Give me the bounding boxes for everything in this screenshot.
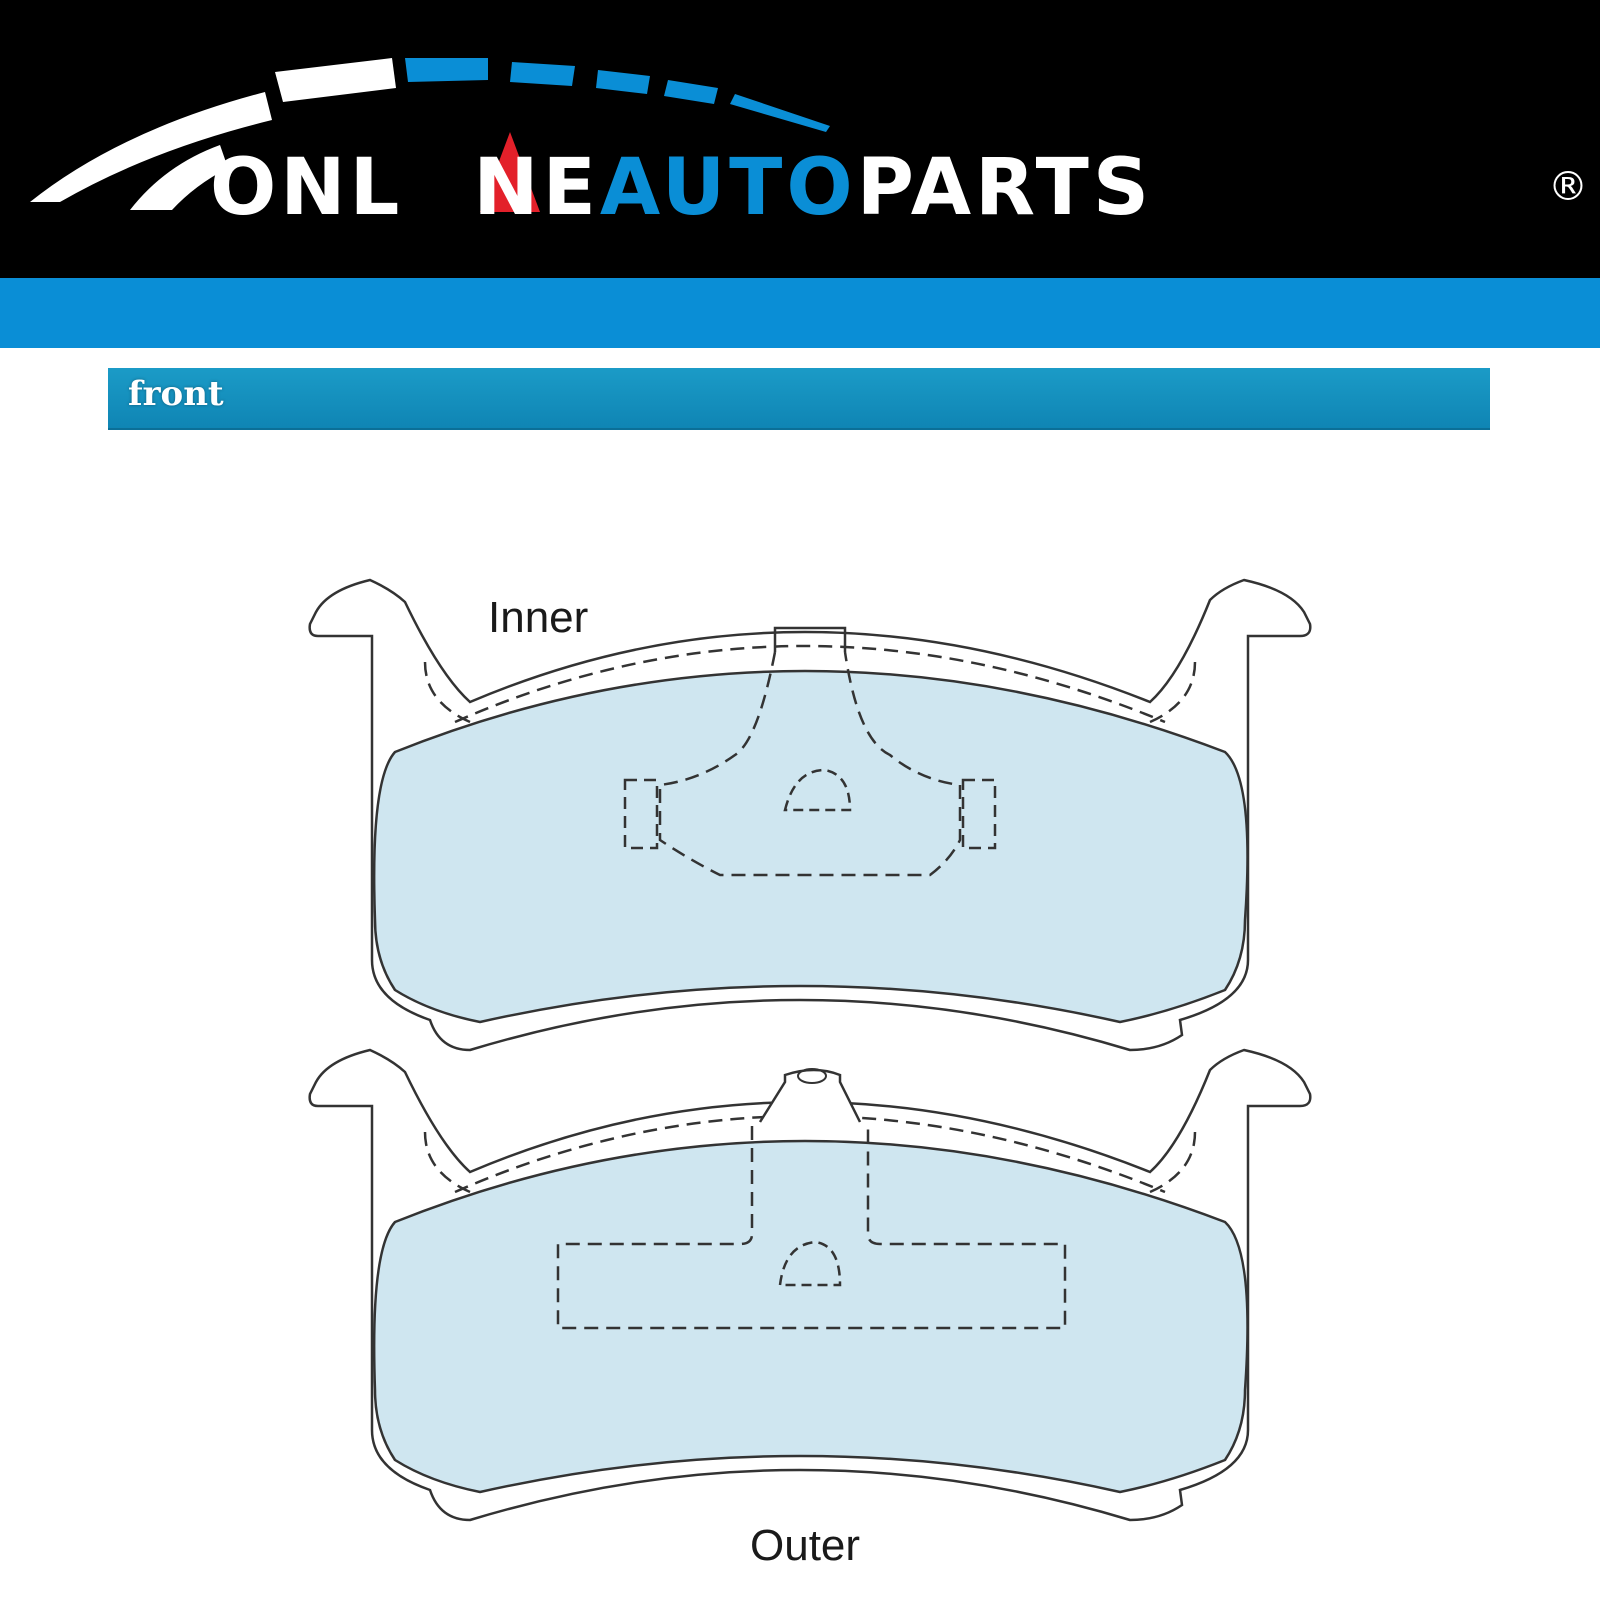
brake-pad-diagram: Inner Outer [308,578,1312,1570]
speed-arc-icon [30,92,272,202]
inner-label: Inner [488,593,588,642]
speed-ticks-icon [275,58,396,102]
outer-pad-friction-material [372,1139,1249,1494]
section-header-bar: front [108,368,1490,430]
inner-pad-friction-material [372,669,1249,1024]
brand-stripe [0,278,1600,348]
inner-pad: Inner [308,578,1312,1052]
outer-label: Outer [750,1521,860,1570]
outer-pad: Outer [308,1048,1312,1570]
logo-i-triangle-icon [480,132,540,212]
section-title: front [128,374,224,414]
registered-mark: ® [1548,164,1588,210]
